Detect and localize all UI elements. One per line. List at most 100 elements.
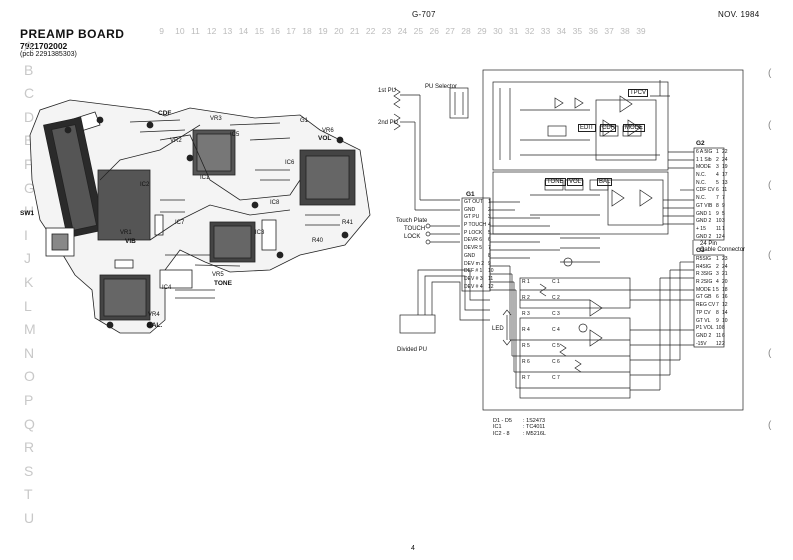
pin-signal: GT VL <box>696 317 711 324</box>
pin-number: 3 <box>488 214 491 221</box>
grid-row-label: C <box>24 85 35 102</box>
pu-selector-label: PU Selector <box>425 84 458 90</box>
ic8-label: IC8 <box>270 200 280 206</box>
pin-signal: P LOCK <box>464 229 483 236</box>
vr6-label: VR6 <box>322 128 334 134</box>
pin-number: 10 <box>716 218 722 225</box>
legend-key: D1 - D5 <box>493 418 512 424</box>
ic2-label: IC2 <box>140 182 150 188</box>
grid-row-label: J <box>24 250 31 267</box>
resistor-label: R 4 <box>522 327 530 333</box>
pin-signal: CDF CV <box>696 187 715 194</box>
pin-signal: DEV m 2 <box>464 260 485 267</box>
pin-number: 3 <box>716 271 719 278</box>
grid-row-label: H <box>24 203 35 220</box>
pin-number: 11 <box>716 332 722 339</box>
pin-signal: MODE <box>696 164 711 171</box>
cdf-block: CDF <box>600 124 617 132</box>
pin-signal: R5SIG <box>696 256 712 262</box>
pin-row: GND 2 124 <box>696 233 728 243</box>
pin-signal: GT GB <box>696 294 712 301</box>
connector-pin: 17 <box>722 172 728 179</box>
pin-signal: TP CV <box>696 309 711 316</box>
grid-column-label: 12 <box>206 26 217 36</box>
vr2-label: VR2 <box>170 138 182 144</box>
cdf-label: CDF <box>158 110 172 117</box>
pin-number: 2 <box>488 206 491 213</box>
grid-column-label: 23 <box>381 26 392 36</box>
grid-column-label: 16 <box>270 26 280 36</box>
pin-number: 4 <box>488 222 491 229</box>
ic4-label: IC4 <box>162 285 172 291</box>
grid-row-label: Q <box>24 415 35 432</box>
grid-row-label: F <box>24 156 33 172</box>
bal-label: BAL. <box>147 322 163 329</box>
legend-key: IC1 <box>493 424 502 431</box>
legend-value: M5216L <box>526 430 546 437</box>
pin-signal: GND <box>464 252 476 259</box>
connector-pin: 10 <box>722 317 728 324</box>
g1-label: G1 <box>466 191 475 198</box>
connector-pin: 4 <box>722 233 725 240</box>
margin-mark: ( <box>768 420 772 431</box>
edit-block: EDIT <box>578 124 596 132</box>
grid-column-label: 36 <box>588 26 598 36</box>
pin-number: 10 <box>716 325 722 332</box>
pin-signal: N.C. <box>696 195 706 202</box>
r41-label: R41 <box>342 220 354 226</box>
pin-number: 6 <box>488 237 491 244</box>
pin-signal: DEV # 3 <box>464 275 483 282</box>
grid-column-label: 13 <box>222 26 233 36</box>
pin-signal: R4SIG <box>696 263 712 270</box>
legend-value: TC4011 <box>525 424 546 431</box>
grid-column-label: 30 <box>493 26 503 36</box>
grid-row-label: U <box>24 510 35 526</box>
pin-number: 7 <box>716 302 719 309</box>
grid-column-label: 39 <box>636 26 646 36</box>
pin-signal: P TOUCH <box>464 222 487 229</box>
pin-number: 9 <box>716 210 719 217</box>
grid-column-label: 28 <box>461 26 471 36</box>
sw1-label: SW1 <box>20 210 35 217</box>
pin-number: 2 <box>716 156 719 163</box>
margin-mark: ( <box>768 68 772 79</box>
mode-block: MODE <box>623 124 645 132</box>
pin-number: 12 <box>716 233 722 240</box>
pin-number: 9 <box>488 260 491 267</box>
grid-row-label: E <box>24 132 34 149</box>
vr4-label: VR4 <box>148 312 160 318</box>
pin-signal: GND 2 <box>696 233 712 240</box>
pcb-layout <box>29 99 371 334</box>
lock-label: LOCK <box>404 234 421 240</box>
margin-mark: ( <box>768 250 772 261</box>
pin-number: 10 <box>488 268 494 275</box>
grid-row-label: L <box>24 297 32 314</box>
grid-column-label: 27 <box>445 26 455 36</box>
connector-pin: 13 <box>722 179 728 186</box>
grid-column-label: 34 <box>556 26 567 36</box>
grid-row-label: R <box>24 439 35 456</box>
legend-key: IC2 - 8 <box>493 430 510 437</box>
pin-signal: GND 1 <box>696 210 712 217</box>
pin-number: 12 <box>716 340 722 347</box>
schematic <box>393 69 744 411</box>
grid-column-label: 24 <box>397 26 408 36</box>
margin-mark: ( <box>768 180 772 191</box>
grid-column-label: 31 <box>509 26 519 36</box>
